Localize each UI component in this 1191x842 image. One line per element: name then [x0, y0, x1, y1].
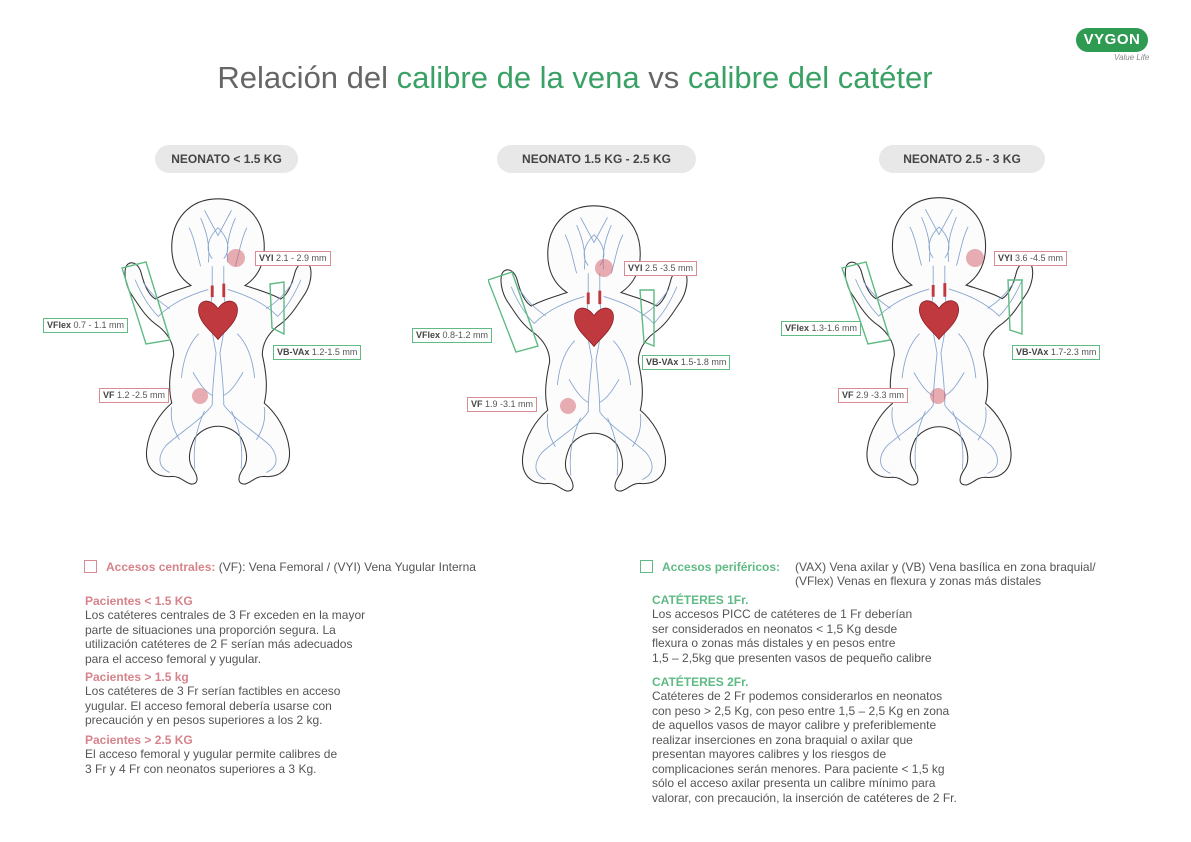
- vyi-label-3: VYI 3.6 -4.5 mm: [994, 251, 1068, 266]
- central-heading-2: Pacientes > 1.5 kg: [85, 670, 189, 684]
- logo-brand: VYGON: [1076, 28, 1148, 52]
- vbvax-zone: [639, 289, 655, 348]
- group-pill-3: NEONATO 2.5 - 3 KG: [879, 145, 1045, 173]
- title-highlight: calibre de la vena: [396, 60, 640, 95]
- vbvax-label-2: VB-VAx 1.5-1.8 mm: [642, 355, 731, 370]
- vf-label-2: VF 1.9 -3.1 mm: [467, 397, 538, 412]
- vyi-marker: [595, 259, 613, 277]
- neonate-figure-3: [841, 196, 1035, 487]
- central-text-3: El acceso femoral y yugular permite cali…: [85, 747, 338, 776]
- vflex-zone: [841, 261, 891, 345]
- peripheral-heading-2: CATÉTERES 2Fr.: [652, 675, 749, 689]
- vyi-label-1: VYI 2.1 - 2.9 mm: [255, 251, 331, 266]
- legend-peripheral-line2: (VFlex) Venas en flexura y zonas más dis…: [795, 574, 1042, 588]
- legend-peripheral-heading: Accesos periféricos:: [662, 560, 781, 574]
- peripheral-text-1: Los accesos PICC de catéteres de 1 Fr de…: [652, 607, 932, 665]
- page-title: Relación del calibre de la vena vs calib…: [0, 60, 1150, 96]
- logo-tagline: Value Life: [1114, 53, 1150, 62]
- legend-peripheral-line1: (VAX) Vena axilar y (VB) Vena basílica e…: [795, 560, 1096, 574]
- central-heading-3: Pacientes > 2.5 KG: [85, 733, 193, 747]
- central-text-1: Los catéteres centrales de 3 Fr exceden …: [85, 608, 366, 666]
- vbvax-label-3: VB-VAx 1.7-2.3 mm: [1012, 345, 1101, 360]
- vf-marker: [930, 388, 946, 404]
- vbvax-zone: [269, 281, 285, 336]
- vyi-marker: [227, 249, 245, 267]
- peripheral-heading-1: CATÉTERES 1Fr.: [652, 593, 749, 607]
- vygon-logo: VYGON Value Life: [1076, 28, 1158, 68]
- vflex-zone: [121, 261, 171, 345]
- title-highlight: calibre del catéter: [687, 60, 933, 95]
- group-pill-2: NEONATO 1.5 KG - 2.5 KG: [497, 145, 696, 173]
- neonate-figure-2: [488, 204, 689, 493]
- vflex-label-3: VFlex 1.3-1.6 mm: [781, 321, 862, 336]
- vf-label-3: VF 2.9 -3.3 mm: [838, 388, 909, 403]
- vbvax-zone: [1007, 279, 1023, 335]
- legend-central: Accesos centrales: (VF): Vena Femoral / …: [106, 560, 476, 574]
- title-part: Relación del: [217, 60, 397, 95]
- group-pill-1: NEONATO < 1.5 KG: [155, 145, 298, 173]
- central-heading-1: Pacientes < 1.5 KG: [85, 594, 193, 608]
- vflex-label-2: VFlex 0.8-1.2 mm: [412, 328, 493, 343]
- vyi-label-2: VYI 2.5 -3.5 mm: [624, 261, 698, 276]
- vbvax-label-1: VB-VAx 1.2-1.5 mm: [273, 345, 362, 360]
- peripheral-text-2: Catéteres de 2 Fr podemos considerarlos …: [652, 689, 957, 805]
- vflex-label-1: VFlex 0.7 - 1.1 mm: [43, 318, 129, 333]
- vflex-zone: [488, 271, 539, 353]
- vf-marker: [560, 398, 576, 414]
- vyi-marker: [966, 249, 984, 267]
- vf-marker: [192, 388, 208, 404]
- central-text-2: Los catéteres de 3 Fr serían factibles e…: [85, 684, 341, 727]
- vf-label-1: VF 1.2 -2.5 mm: [99, 388, 170, 403]
- legend-peripheral-swatch: [640, 560, 653, 573]
- legend-central-swatch: [84, 560, 97, 573]
- title-part: vs: [639, 60, 688, 95]
- neonate-figure-1: [121, 197, 313, 486]
